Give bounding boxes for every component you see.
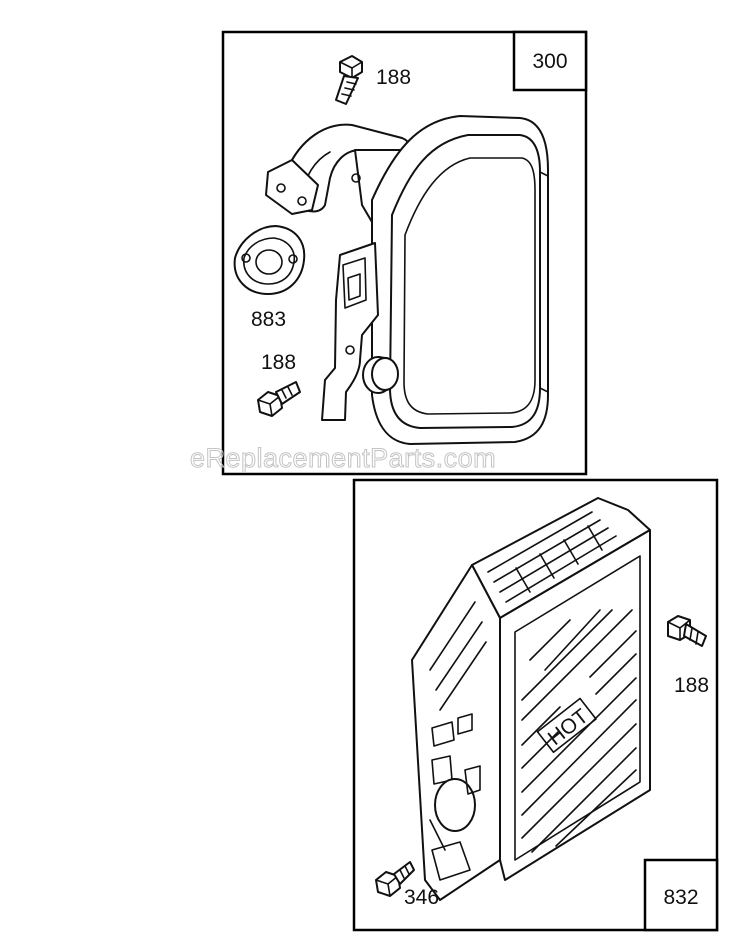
hot-plate: [536, 697, 597, 754]
part-label: 883: [251, 308, 286, 331]
watermark: eReplacementParts.com: [190, 443, 496, 473]
panel-muffler: 300: [221, 30, 588, 476]
part-label: 188: [376, 66, 411, 89]
muffler-guard-icon: HOT: [411, 497, 651, 901]
part-label: 188: [674, 674, 709, 697]
reference-box: [643, 858, 719, 932]
part-label: 188: [261, 351, 296, 374]
reference-number: 300: [532, 50, 567, 73]
bolt-icon: [335, 55, 363, 105]
part-label: 346: [404, 886, 439, 909]
panel-muffler-guard: 832 HOT: [352, 478, 719, 932]
bolt-icon: [375, 861, 415, 897]
gasket-icon: [233, 225, 306, 295]
bolt-icon: [257, 381, 301, 417]
reference-number: 832: [663, 886, 698, 909]
exhaust-pipe-icon: [265, 123, 411, 223]
muffler-icon: [321, 115, 549, 445]
bolt-icon: [667, 615, 707, 647]
reference-box: [512, 30, 588, 92]
